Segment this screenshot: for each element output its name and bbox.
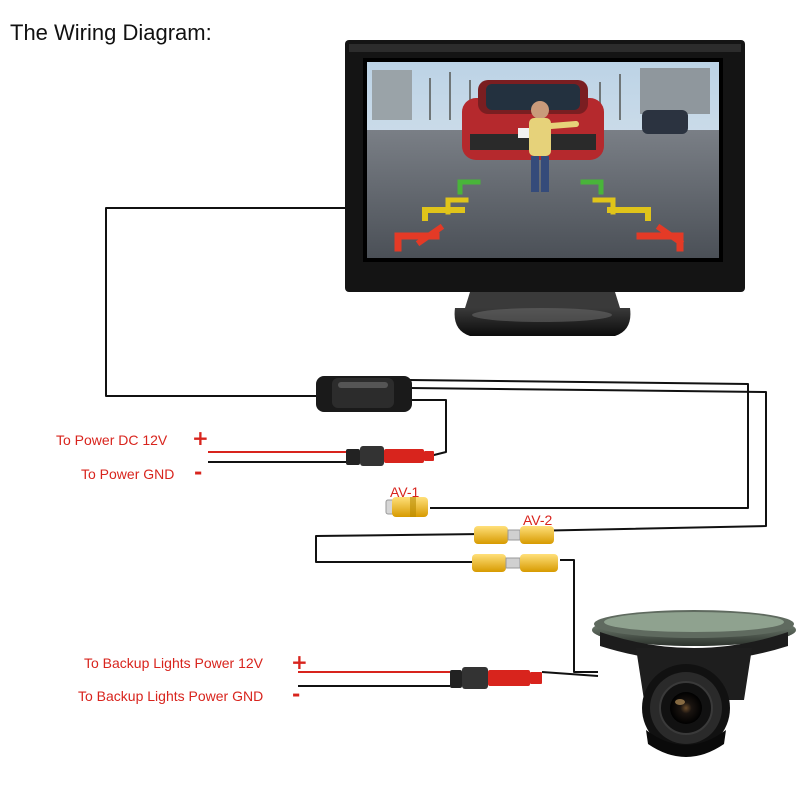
wiring — [105, 207, 767, 677]
backup-power-plug-icon — [450, 667, 542, 689]
power-dc-plus-sign: + — [192, 426, 209, 450]
monitor-icon — [345, 40, 745, 336]
power-gnd-label: To Power GND — [81, 466, 175, 482]
backup-power-label: To Backup Lights Power 12V — [84, 655, 263, 671]
av2-label: AV-2 — [523, 512, 553, 528]
monitor-screen — [367, 62, 719, 258]
av2-connector-icon — [472, 526, 558, 572]
power-dc-label: To Power DC 12V — [56, 432, 168, 448]
backup-power-plus-sign: + — [291, 650, 308, 674]
av1-connector-icon — [385, 497, 428, 517]
power-plug-icon — [346, 446, 434, 466]
backup-gnd-minus-sign: - — [292, 682, 301, 706]
av1-label: AV-1 — [390, 484, 420, 500]
backup-power-wires — [298, 671, 450, 687]
diagram-title: The Wiring Diagram: — [10, 20, 212, 45]
power-gnd-minus-sign: - — [194, 460, 203, 484]
control-box-icon — [316, 376, 412, 412]
backup-gnd-label: To Backup Lights Power GND — [78, 688, 264, 704]
camera-icon — [592, 610, 796, 757]
power-wires — [208, 451, 346, 463]
